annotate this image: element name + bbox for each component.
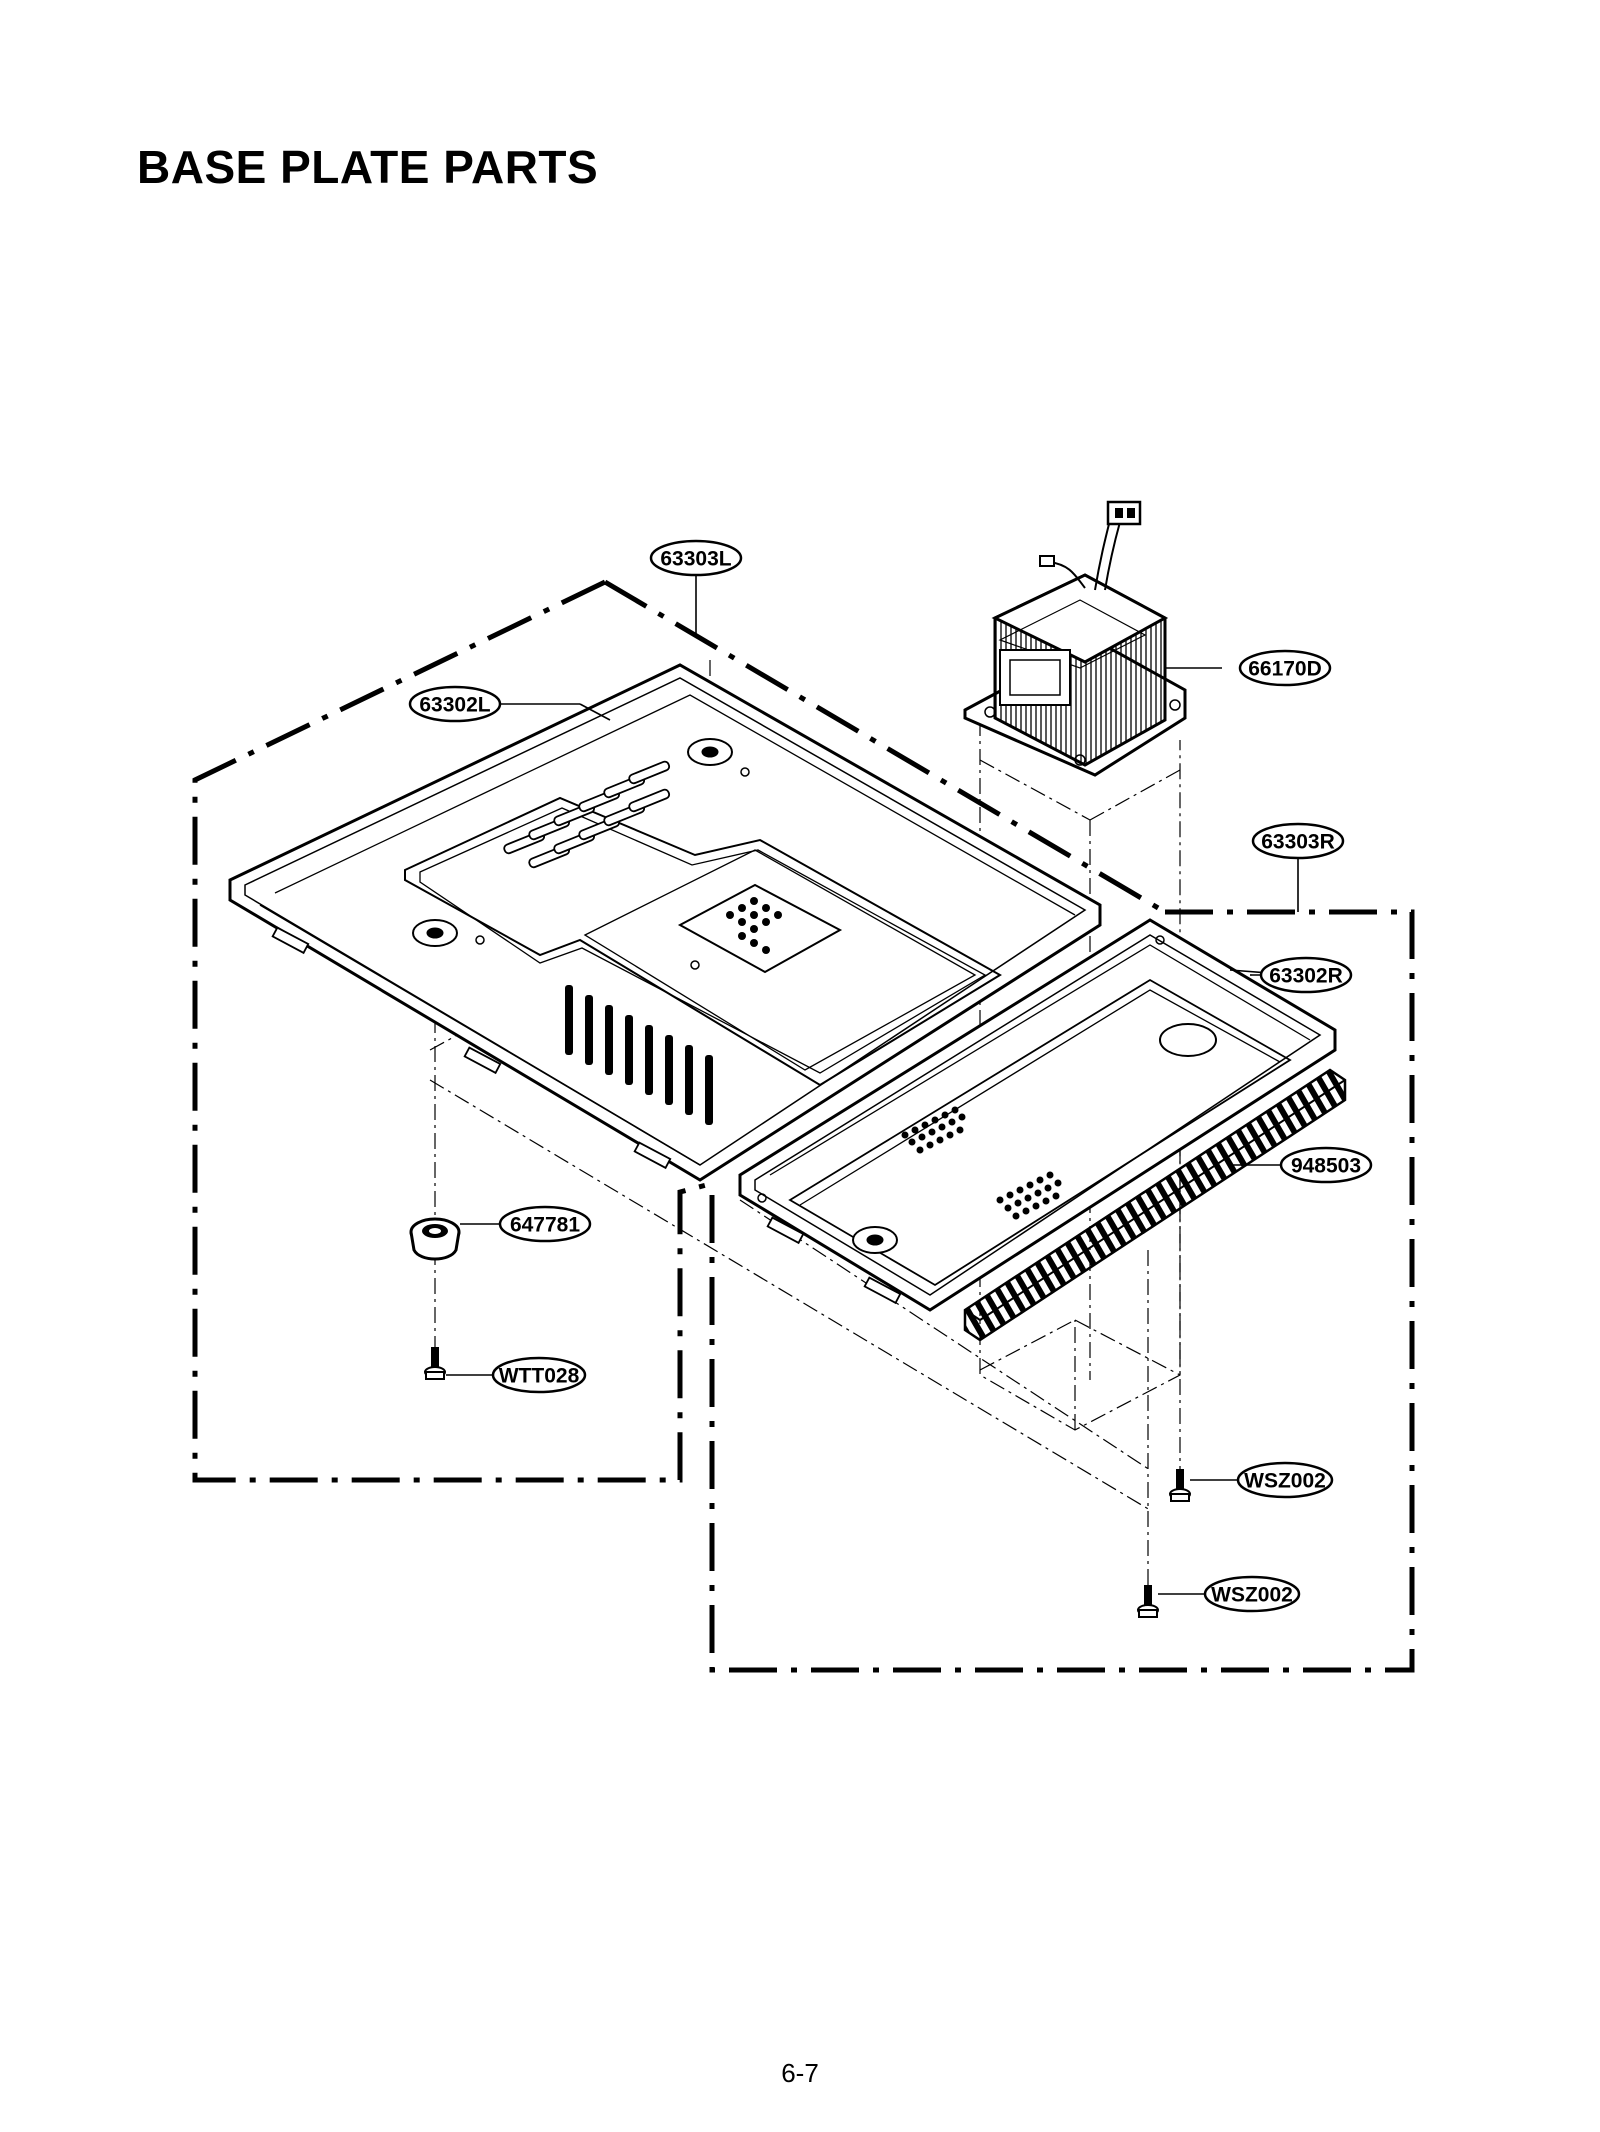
left-assembly-boundary xyxy=(192,579,1167,1483)
side-grille xyxy=(565,985,713,1125)
callout-63303L: 63303L xyxy=(649,539,743,577)
callout-label: 63302L xyxy=(419,694,490,717)
callout-label: 647781 xyxy=(510,1214,580,1237)
right-assembly-boundary xyxy=(709,909,1415,1673)
screw-wsz002-lower xyxy=(1137,1585,1159,1618)
slot-vents xyxy=(503,760,671,869)
gasket-strip xyxy=(963,1068,1347,1342)
callout-63302L: 63302L xyxy=(408,685,502,723)
callout-WSZ002-upper: WSZ002 xyxy=(1236,1461,1334,1499)
page-number: 6-7 xyxy=(781,2058,819,2088)
callout-WTT028: WTT028 xyxy=(491,1356,587,1394)
callout-647781: 647781 xyxy=(498,1205,592,1243)
callout-label: 63303R xyxy=(1261,831,1335,854)
right-base-plate xyxy=(738,918,1337,1312)
page-title: BASE PLATE PARTS xyxy=(137,141,599,193)
screw-wsz002-upper xyxy=(1169,1469,1191,1502)
callout-label: 63303L xyxy=(660,548,731,571)
callout-label: WSZ002 xyxy=(1244,1470,1326,1493)
callout-label: 66170D xyxy=(1248,658,1322,681)
rubber-foot xyxy=(409,1217,461,1261)
callout-label: WTT028 xyxy=(499,1365,580,1388)
screw-wtt028 xyxy=(424,1347,446,1380)
left-base-plate xyxy=(228,663,1102,1182)
callout-label: 63302R xyxy=(1269,965,1343,988)
callout-label: 948503 xyxy=(1291,1155,1361,1178)
callout-63302R: 63302R xyxy=(1259,956,1353,994)
callout-WSZ002-lower: WSZ002 xyxy=(1203,1575,1301,1613)
callout-66170D: 66170D xyxy=(1238,649,1332,687)
vent-holes xyxy=(726,897,782,954)
right-vent-holes xyxy=(901,1106,1062,1220)
callout-948503: 948503 xyxy=(1279,1146,1373,1184)
callout-63303R: 63303R xyxy=(1251,822,1345,860)
transformer xyxy=(963,500,1187,777)
callout-label: WSZ002 xyxy=(1211,1584,1293,1607)
